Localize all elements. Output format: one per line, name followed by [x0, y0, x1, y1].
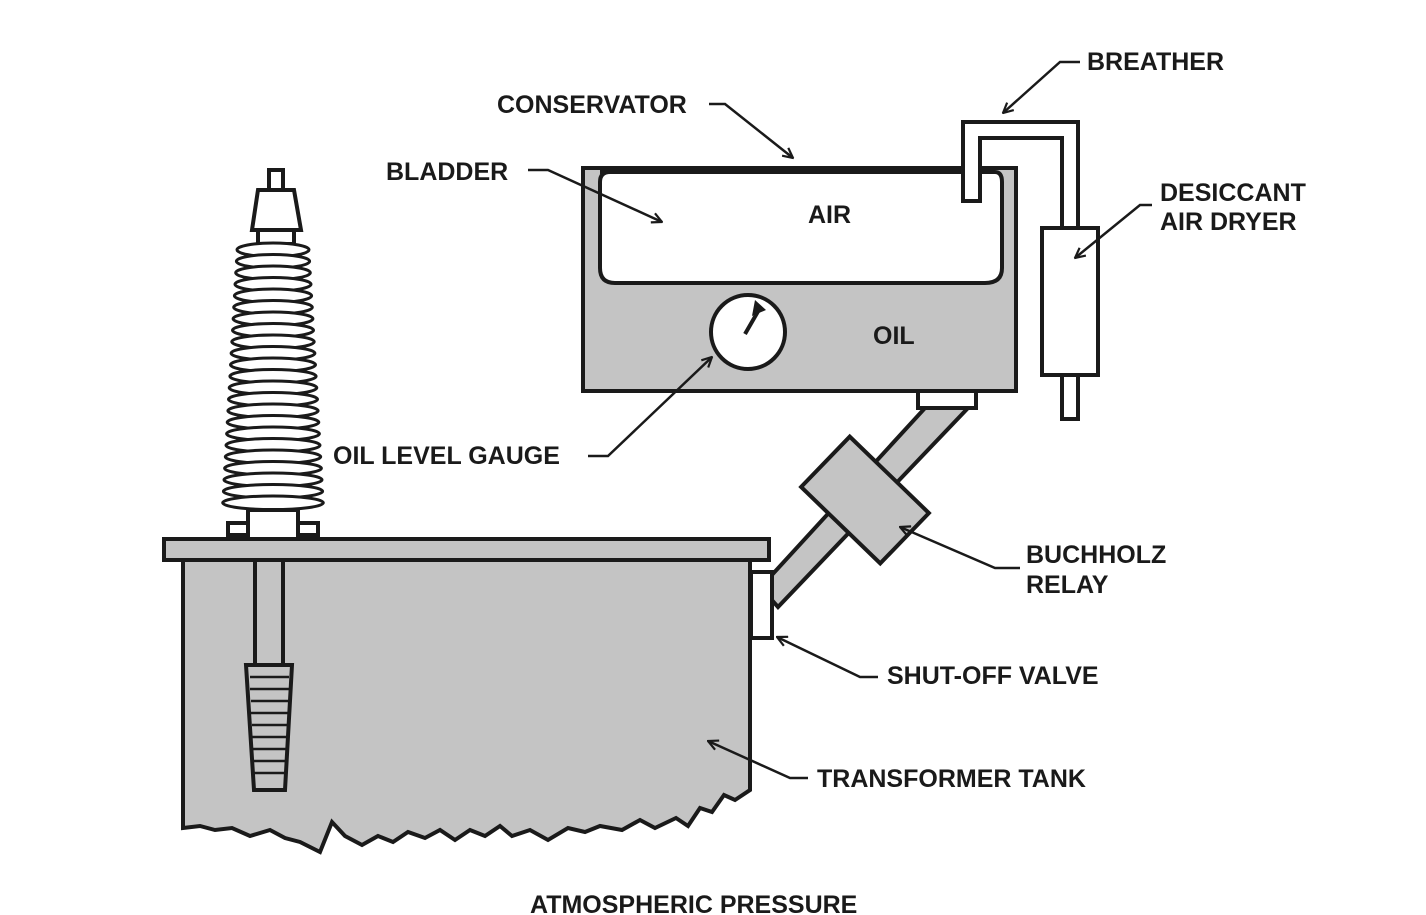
label-oil: OIL	[873, 322, 915, 350]
bushing-upper	[221, 168, 325, 541]
conservator-flange	[916, 389, 978, 410]
oil-level-gauge	[709, 293, 787, 371]
label-buchholz-line1: BUCHHOLZ	[1026, 541, 1166, 569]
label-desiccant-line1: DESICCANT	[1160, 179, 1306, 207]
conservator-tank	[581, 166, 1018, 393]
label-air: AIR	[808, 201, 851, 229]
label-buchholz-line2: RELAY	[1026, 571, 1109, 599]
label-shut-off-valve: SHUT-OFF VALVE	[887, 662, 1099, 690]
dryer-outlet-pipe	[1060, 373, 1080, 421]
label-desiccant-line2: AIR DRYER	[1160, 208, 1297, 236]
desiccant-air-dryer	[1040, 226, 1100, 377]
buchholz-relay	[798, 433, 932, 567]
label-bladder: BLADDER	[386, 158, 508, 186]
bushing-sheds	[221, 241, 325, 512]
tank-cover	[162, 537, 771, 562]
label-breather: BREATHER	[1087, 48, 1224, 76]
label-transformer-tank: TRANSFORMER TANK	[817, 765, 1086, 793]
transformer-tank	[181, 558, 752, 855]
bushing-lower	[243, 558, 295, 792]
leader-lines	[528, 60, 1152, 780]
bushing-shed	[221, 494, 325, 512]
bladder	[598, 170, 1004, 285]
label-oil-level-gauge: OIL LEVEL GAUGE	[333, 442, 560, 470]
shut-off-valve	[749, 570, 774, 640]
caption: ATMOSPHERIC PRESSURE	[530, 891, 857, 915]
label-conservator: CONSERVATOR	[497, 91, 687, 119]
